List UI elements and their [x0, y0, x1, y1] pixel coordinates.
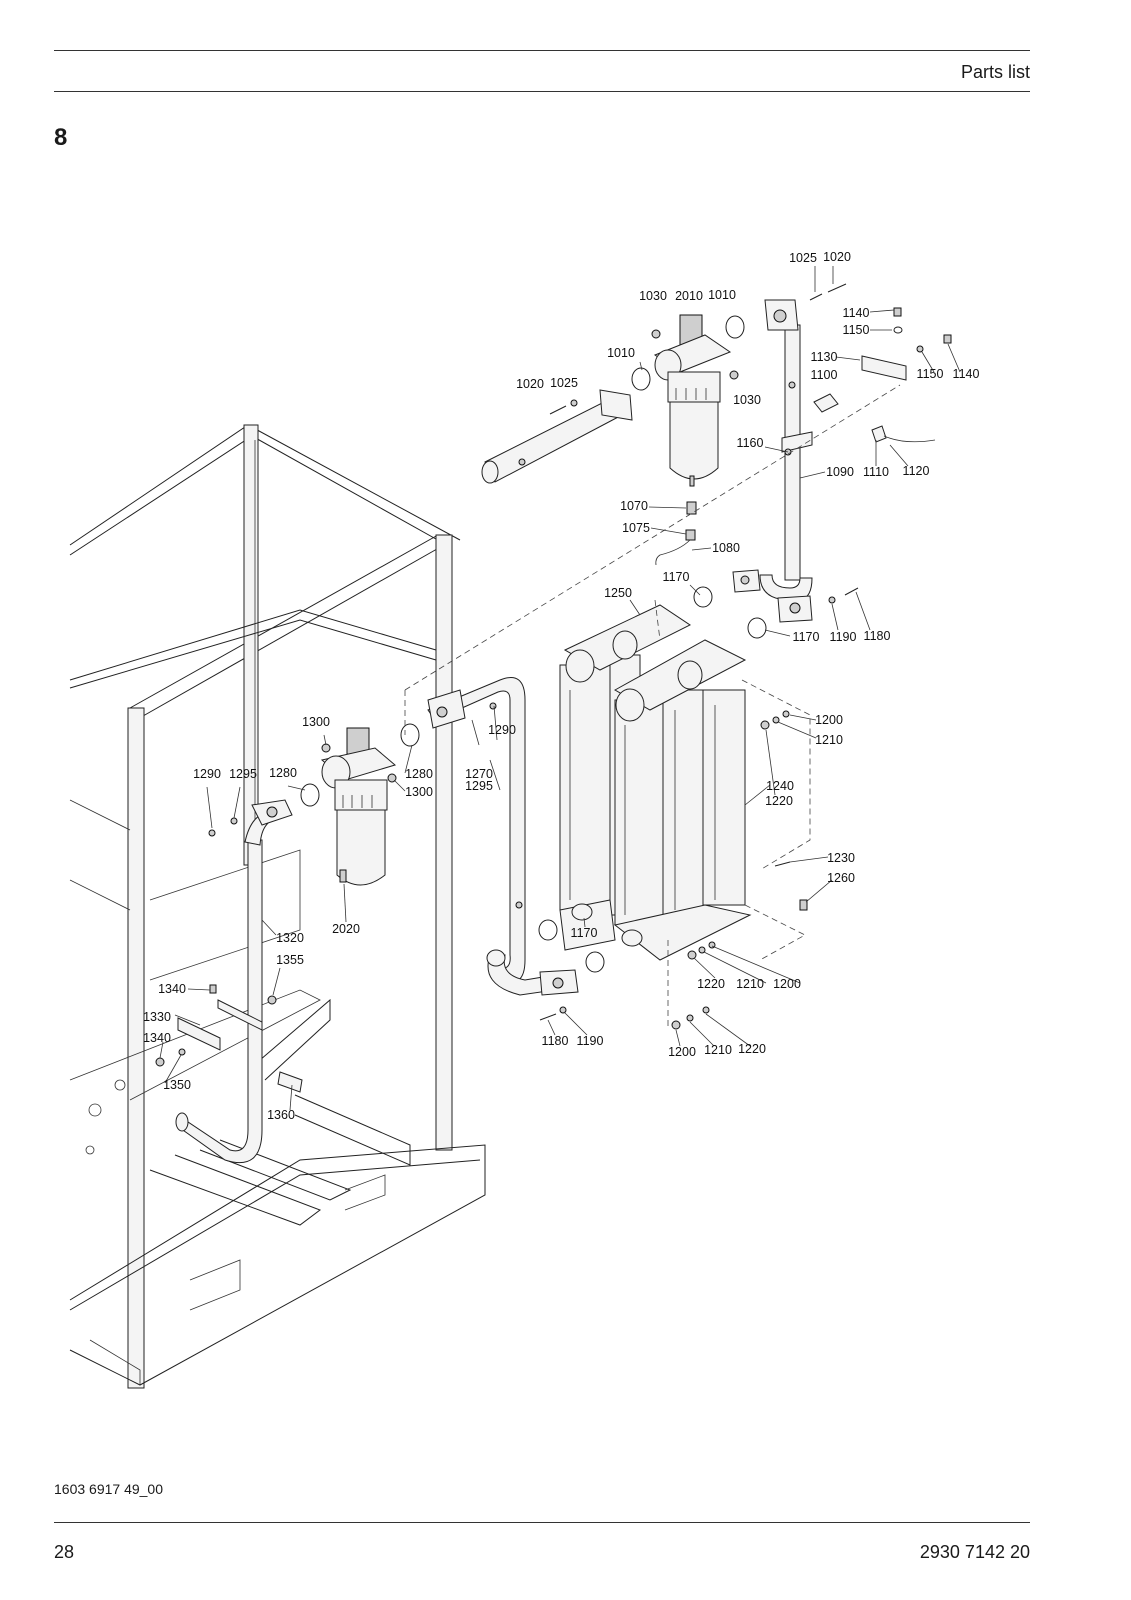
callout-1140: 1140 [953, 367, 980, 381]
callout-1170: 1170 [571, 926, 598, 940]
callout-1320: 1320 [276, 931, 304, 945]
callout-1030: 1030 [639, 289, 667, 303]
callout-1190: 1190 [830, 630, 857, 644]
bracket-1330 [155, 984, 303, 1093]
leader-lines [159, 266, 961, 1111]
header-rule-bottom [54, 91, 1030, 92]
callout-1020: 1020 [823, 250, 851, 264]
callout-1260: 1260 [827, 871, 855, 885]
callout-1290: 1290 [193, 767, 221, 781]
fasteners [208, 587, 859, 1030]
callout-1295: 1295 [229, 767, 257, 781]
callout-1080: 1080 [712, 541, 740, 555]
callout-2020: 2020 [332, 922, 360, 936]
callout-1200: 1200 [668, 1045, 696, 1059]
callout-2010: 2010 [675, 289, 703, 303]
callout-1350: 1350 [163, 1078, 191, 1092]
callout-1300: 1300 [302, 715, 330, 729]
document-code: 2930 7142 20 [919, 1542, 1030, 1562]
callout-1290: 1290 [488, 723, 516, 737]
callout-1220: 1220 [765, 794, 793, 808]
filter-2010 [631, 314, 745, 566]
callout-1120: 1120 [903, 464, 930, 478]
filter-2020 [300, 723, 420, 886]
inlet-pipe [481, 389, 633, 484]
callout-1150: 1150 [843, 323, 870, 337]
callout-1355: 1355 [276, 953, 304, 967]
callout-1210: 1210 [704, 1043, 732, 1057]
callout-1075: 1075 [622, 521, 650, 535]
callout-1150: 1150 [917, 367, 944, 381]
callout-1340: 1340 [158, 982, 186, 996]
callout-1180: 1180 [864, 629, 891, 643]
bracket-1130 [813, 307, 952, 443]
callout-1200: 1200 [815, 713, 843, 727]
callout-1230: 1230 [827, 851, 855, 865]
callout-1140: 1140 [843, 306, 870, 320]
callout-1250: 1250 [604, 586, 632, 600]
callout-1210: 1210 [815, 733, 843, 747]
callout-labels: 1025 1020 1030 2010 1010 1140 1150 1010 1130 1100… [143, 250, 979, 1122]
callout-1270: 1270 [465, 767, 493, 781]
callout-1025: 1025 [789, 251, 817, 265]
pipe-1090 [732, 283, 847, 623]
callout-1240: 1240 [766, 779, 794, 793]
callout-1100: 1100 [811, 368, 838, 382]
page-number: 28 [54, 1542, 75, 1562]
callout-1280: 1280 [269, 766, 297, 780]
callout-1190: 1190 [577, 1034, 604, 1048]
callout-1220: 1220 [697, 977, 725, 991]
callout-1130: 1130 [811, 350, 838, 364]
dryer-towers [538, 586, 767, 973]
callout-1295: 1295 [465, 779, 493, 793]
callout-1340: 1340 [143, 1031, 171, 1045]
callout-1110: 1110 [863, 465, 889, 479]
callout-1160: 1160 [737, 436, 764, 450]
pipe-1270 [427, 677, 579, 996]
callout-1090: 1090 [826, 465, 854, 479]
callout-1170: 1170 [793, 630, 820, 644]
header-title: Parts list [960, 62, 1030, 82]
callout-1210: 1210 [736, 977, 764, 991]
callout-1280: 1280 [405, 767, 433, 781]
callout-1025: 1025 [550, 376, 578, 390]
assembly-lines [404, 384, 901, 1030]
callout-1180: 1180 [542, 1034, 569, 1048]
callout-1220: 1220 [738, 1042, 766, 1056]
callout-1200: 1200 [773, 977, 801, 991]
frame-assembly [69, 424, 486, 1389]
pipe-1320 [175, 799, 293, 1164]
callout-1030: 1030 [733, 393, 761, 407]
callout-1300: 1300 [405, 785, 433, 799]
callout-1070: 1070 [620, 499, 648, 513]
figure-id: 1603 6917 49_00 [54, 1481, 163, 1497]
callout-1010: 1010 [607, 346, 635, 360]
callout-1360: 1360 [267, 1108, 295, 1122]
callout-1010: 1010 [708, 288, 736, 302]
section-number: 8 [54, 124, 68, 151]
header-rule-top [54, 50, 1030, 51]
footer-rule [54, 1522, 1030, 1523]
callout-1330: 1330 [143, 1010, 171, 1024]
callout-1170: 1170 [663, 570, 690, 584]
callout-1020: 1020 [516, 377, 544, 391]
